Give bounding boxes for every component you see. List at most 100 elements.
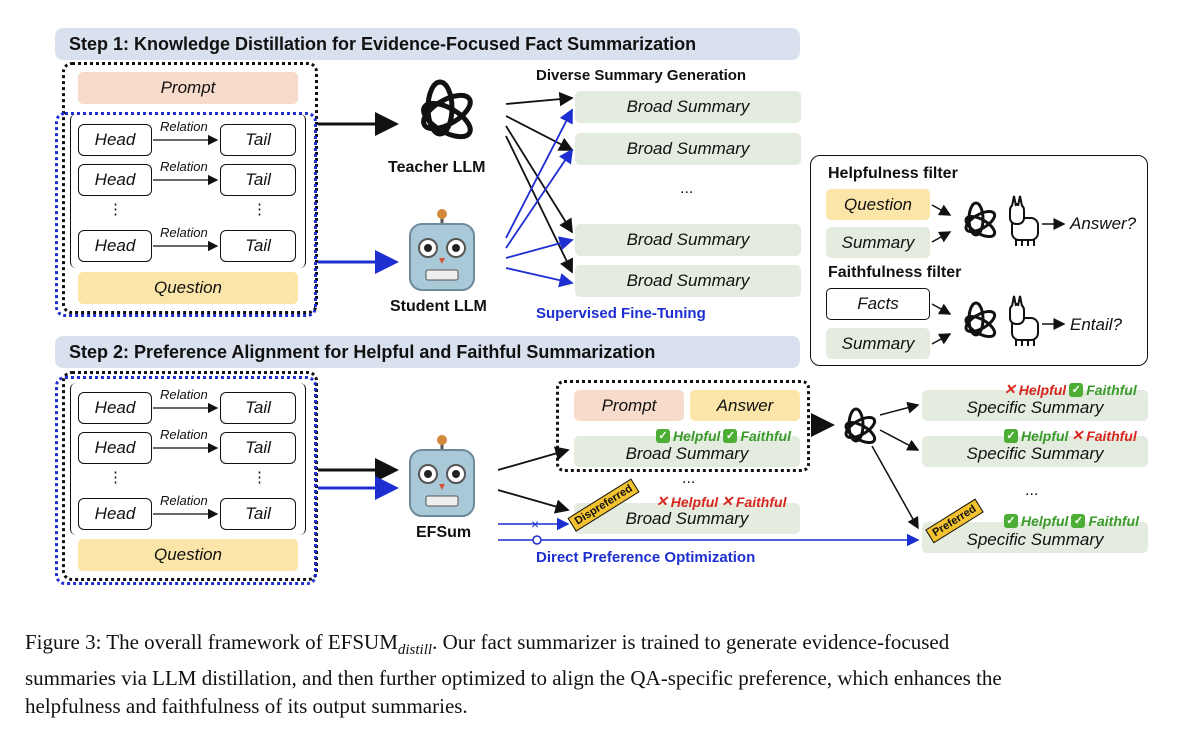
- caption-subscript: distill: [397, 642, 433, 659]
- triple-relation: Relation: [160, 427, 208, 442]
- openai-icon: [964, 201, 997, 239]
- helpful-label: Helpful: [673, 428, 721, 444]
- triple-relation: Relation: [160, 119, 208, 134]
- broad-summary: Broad Summary: [575, 91, 801, 123]
- input-box-blue: [55, 376, 317, 585]
- caption-text: . Our fact summarizer is trained to gene…: [432, 630, 950, 654]
- teacher-arrows: [505, 91, 574, 274]
- input-box-blue: [55, 112, 317, 317]
- triple-tail: Tail: [220, 392, 296, 424]
- check-icon: ✓: [656, 429, 670, 443]
- helpful-label: Helpful: [1021, 513, 1069, 529]
- faithful-label: Faithful: [1086, 427, 1137, 444]
- triple-relation: Relation: [160, 387, 208, 402]
- filter-question-pill: Question: [826, 189, 930, 220]
- specific-summary: Specific Summary: [922, 436, 1148, 467]
- efsum-to-broad: [497, 446, 570, 471]
- filter-summary-pill: Summary: [826, 227, 930, 258]
- candidate-box: [556, 380, 810, 472]
- cross-icon: ✕: [1004, 381, 1016, 397]
- specific-summary: Specific Summary: [922, 390, 1148, 421]
- triple-head: Head: [78, 432, 152, 464]
- kg-bracket: [70, 383, 306, 535]
- broad-summary: Broad Summary: [574, 436, 800, 467]
- triple-relation: Relation: [160, 159, 208, 174]
- filter-summary-pill: Summary: [826, 328, 930, 359]
- judge-arrows: [871, 401, 920, 530]
- diverse-summary-label: Diverse Summary Generation: [536, 67, 747, 84]
- vertical-ellipsis: ⋮: [252, 469, 267, 486]
- question-pill: Question: [78, 272, 298, 304]
- helpful-label: Helpful: [670, 493, 719, 510]
- broad-summary: Broad Summary: [575, 133, 801, 165]
- check-icon: ✓: [1069, 382, 1084, 397]
- broad-summary: Broad Summary: [575, 224, 801, 256]
- badges: ✕Helpful ✓Faithful: [1004, 381, 1137, 398]
- robot-icon: [409, 209, 475, 291]
- triple-relation: Relation: [160, 225, 208, 240]
- openai-icon: [964, 301, 997, 339]
- ellipsis: ...: [1025, 482, 1039, 499]
- triple-head: Head: [78, 498, 152, 530]
- ellipsis: ...: [680, 180, 694, 197]
- openai-icon: [844, 407, 877, 445]
- helpful-label: Helpful: [1021, 427, 1069, 444]
- caption-text: Figure 3: The overall framework of EFSUM: [25, 630, 398, 654]
- triple-tail: Tail: [220, 164, 296, 196]
- faithful-label: Faithful: [735, 493, 787, 510]
- cross-icon: ✕: [656, 493, 668, 509]
- triple-tail: Tail: [220, 230, 296, 262]
- filters-box: [810, 155, 1148, 366]
- cross-icon: ✕: [1071, 427, 1084, 443]
- check-icon: ✓: [723, 429, 738, 443]
- vertical-ellipsis: ⋮: [108, 469, 123, 486]
- llama-icon: [1009, 195, 1039, 246]
- llama-icon: [1009, 295, 1039, 346]
- student-llm-label: Student LLM: [390, 298, 487, 315]
- badges: ✓Helpful ✓Faithful: [1004, 513, 1139, 529]
- filter-facts-box: Facts: [826, 288, 930, 320]
- vertical-ellipsis: ⋮: [252, 201, 267, 218]
- efsum-to-broad: [497, 489, 570, 514]
- prompt-pill: Prompt: [574, 390, 684, 421]
- caption-line-3: helpfulness and faithfulness of its outp…: [25, 694, 468, 719]
- vertical-ellipsis: ⋮: [108, 201, 123, 218]
- circle-icon: [532, 535, 542, 545]
- helpfulness-filter-title: Helpfulness filter: [828, 165, 958, 182]
- dpo-label: Direct Preference Optimization: [536, 549, 756, 566]
- triple-relation: Relation: [160, 493, 208, 508]
- robot-icon: [409, 435, 475, 517]
- broad-summary: Broad Summary: [575, 265, 801, 297]
- step2-title: Step 2: Preference Alignment for Helpful…: [55, 336, 800, 368]
- faithfulness-filter-title: Faithfulness filter: [828, 264, 962, 281]
- answer-output: Answer?: [1070, 214, 1137, 233]
- sft-label: Supervised Fine-Tuning: [536, 305, 706, 322]
- efsum-label: EFSum: [416, 524, 472, 541]
- badges: ✓Helpful ✕Faithful: [1004, 427, 1137, 444]
- question-pill: Question: [78, 539, 298, 571]
- prompt-pill: Prompt: [78, 72, 298, 104]
- openai-icon: [421, 79, 473, 140]
- answer-pill: Answer: [690, 390, 800, 421]
- faithful-label: Faithful: [1086, 381, 1137, 398]
- triple-head: Head: [78, 392, 152, 424]
- relation-arrows: [153, 134, 219, 520]
- sft-arrows: [505, 108, 574, 288]
- step1-title: Step 1: Knowledge Distillation for Evide…: [55, 28, 800, 60]
- faithful-label: Faithful: [1088, 513, 1139, 529]
- faithful-label: Faithful: [740, 428, 791, 444]
- triple-tail: Tail: [220, 124, 296, 156]
- caption-line-2: summaries via LLM distillation, and then…: [25, 666, 1002, 691]
- helpful-faithful-badges: ✓Helpful ✓Faithful: [656, 428, 791, 444]
- triple-head: Head: [78, 124, 152, 156]
- helpful-label: Helpful: [1018, 381, 1067, 398]
- triple-tail: Tail: [220, 498, 296, 530]
- check-icon: ✓: [1004, 514, 1018, 528]
- caption-line-1: Figure 3: The overall framework of EFSUM…: [25, 628, 1195, 664]
- cross-icon: ✕: [721, 493, 733, 509]
- entail-output: Entail?: [1070, 315, 1122, 334]
- cross-icon: ×: [531, 516, 539, 532]
- triple-head: Head: [78, 164, 152, 196]
- filter-arrows: [931, 204, 1066, 345]
